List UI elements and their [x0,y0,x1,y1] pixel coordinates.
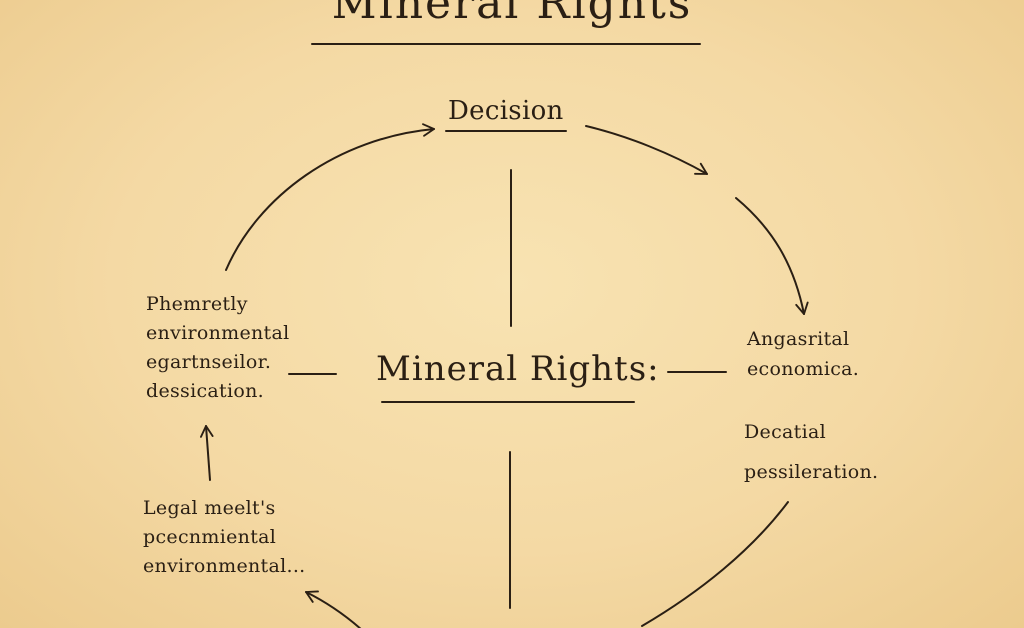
center-label: Mineral Rights: [376,349,660,389]
diagram-title: Mineral Rights [331,0,693,29]
node-left-top: Phemretly environmental egartnseilor. de… [146,290,290,406]
node-text-line: dessication. [146,380,264,402]
arrow-bottom-to-left [305,590,362,628]
arrow-right-down [735,197,809,315]
node-text-line: environmental [146,322,290,344]
node-text-line: environmental... [143,555,306,577]
arrow-decision-to-right [585,125,708,175]
arrow-left-to-decision [225,123,435,271]
node-text-line: Phemretly [146,293,248,315]
node-left-bottom: Legal meelt's pcecnmiental environmental… [143,494,306,581]
node-text-line: pcecnmiental [143,526,277,548]
decision-label: Decision [448,96,564,126]
node-text-line: Decatial [744,421,826,443]
node-right-top: Angasrital economica. [747,324,859,384]
node-text-line: Legal meelt's [143,497,276,519]
node-text-line: Angasrital [747,328,850,350]
arrow-up-to-left-top [200,425,214,481]
node-right-bottom: Decatial pessileration. [744,412,878,492]
arrow-right-bottom-down [641,501,789,627]
node-text-line: pessileration. [744,461,879,483]
node-text-line: egartnseilor. [146,351,272,373]
node-text-line: economica. [747,358,860,380]
